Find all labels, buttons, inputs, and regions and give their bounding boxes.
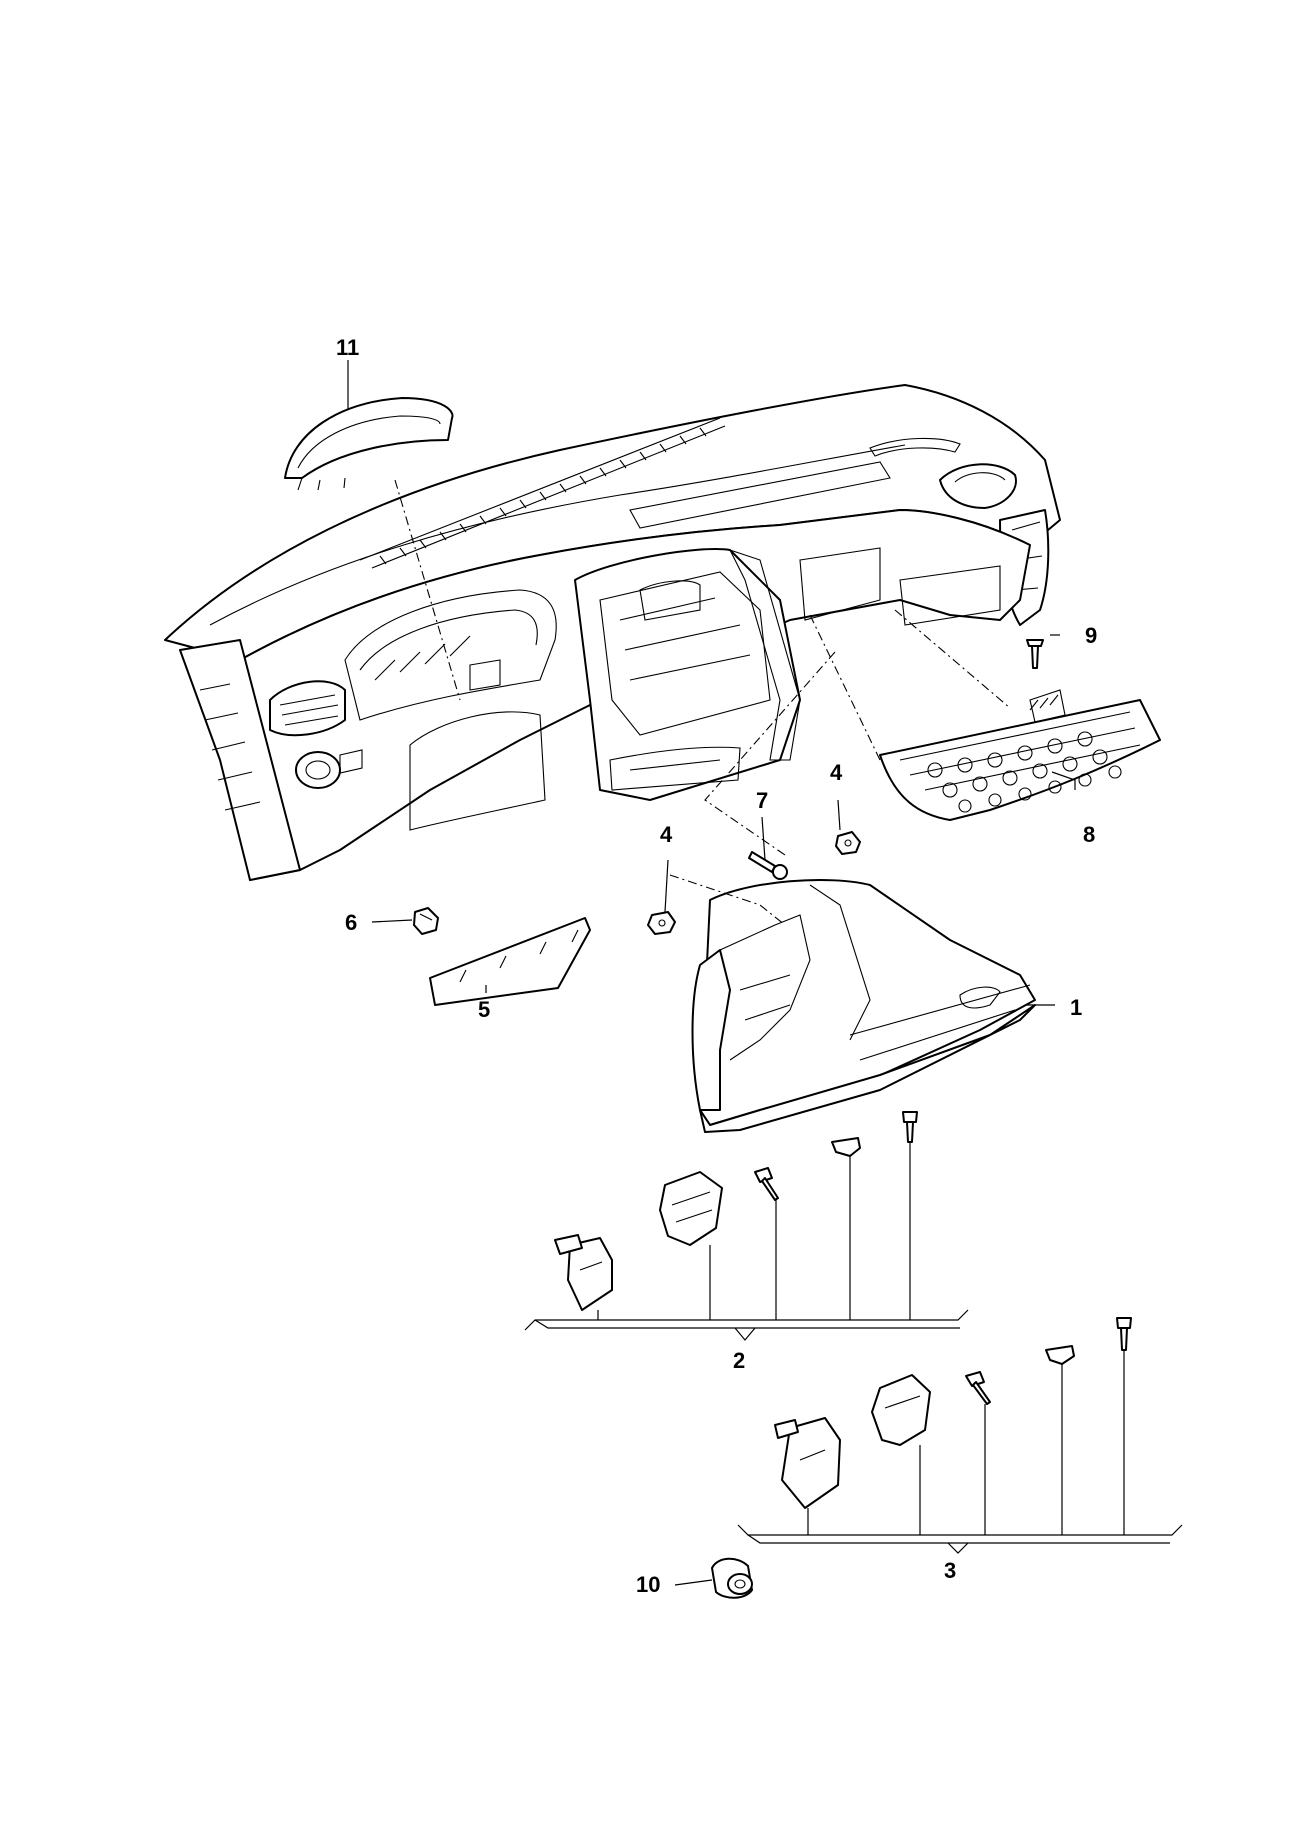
callout-4-left: 4 [660,822,673,847]
dashboard-main-body [164,384,1061,881]
part-8-tray-grid [879,689,1161,821]
callout-10: 10 [636,1572,660,1597]
part-4-clip-left [647,911,676,935]
part-11-cluster-hood [284,397,454,491]
part-4-clip-right [835,831,861,855]
leader-lines [347,360,1076,1586]
assembly-lines [394,479,1011,926]
callout-8: 8 [1083,822,1095,847]
callout-5: 5 [478,997,490,1022]
part-5-side-panel [429,917,591,1006]
part-6-clip [413,907,439,935]
callout-6: 6 [345,910,357,935]
part-9-screw [1026,639,1044,669]
kit-3-parts [774,1317,1132,1509]
callout-labels: 11 9 8 4 7 4 6 5 1 2 3 10 [336,335,1097,1597]
callout-9: 9 [1085,623,1097,648]
callout-3: 3 [944,1558,956,1583]
part-10-bushing [711,1557,753,1599]
callout-7: 7 [756,788,768,813]
callout-2: 2 [733,1348,745,1373]
kit-2-bracket [524,1142,969,1341]
part-1-glove-box [691,879,1036,1133]
kit-3-bracket [737,1350,1183,1554]
part-7-screw [748,851,788,880]
callout-1: 1 [1070,995,1082,1020]
callout-11: 11 [336,335,359,360]
callout-4-right: 4 [830,760,843,785]
kit-2-parts [554,1111,918,1311]
